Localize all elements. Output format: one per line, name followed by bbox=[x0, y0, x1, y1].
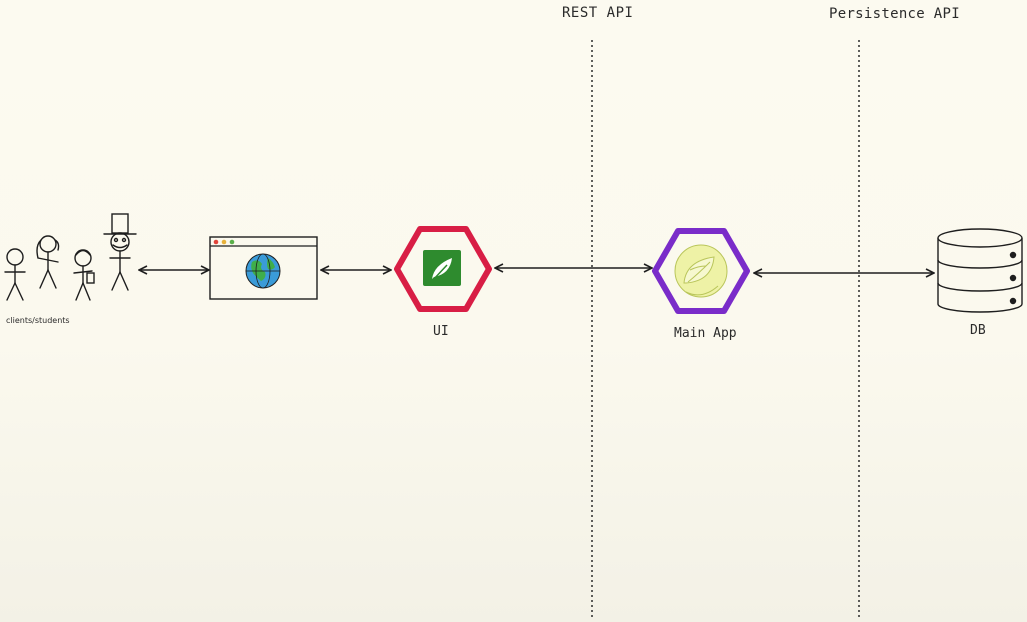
globe-icon bbox=[245, 253, 281, 289]
ui-label: UI bbox=[433, 324, 449, 339]
main-app-label: Main App bbox=[674, 326, 737, 341]
persistence-api-label: Persistence API bbox=[829, 6, 960, 22]
stick-figures-icon bbox=[4, 213, 137, 301]
clients-label: clients/students bbox=[6, 316, 70, 325]
spring-logo-icon bbox=[674, 244, 728, 298]
database-icon bbox=[937, 228, 1023, 313]
rest-api-label: REST API bbox=[562, 5, 634, 21]
ui-leaf-icon bbox=[423, 250, 461, 286]
db-label: DB bbox=[970, 323, 986, 338]
browser-window-icon bbox=[209, 236, 318, 300]
